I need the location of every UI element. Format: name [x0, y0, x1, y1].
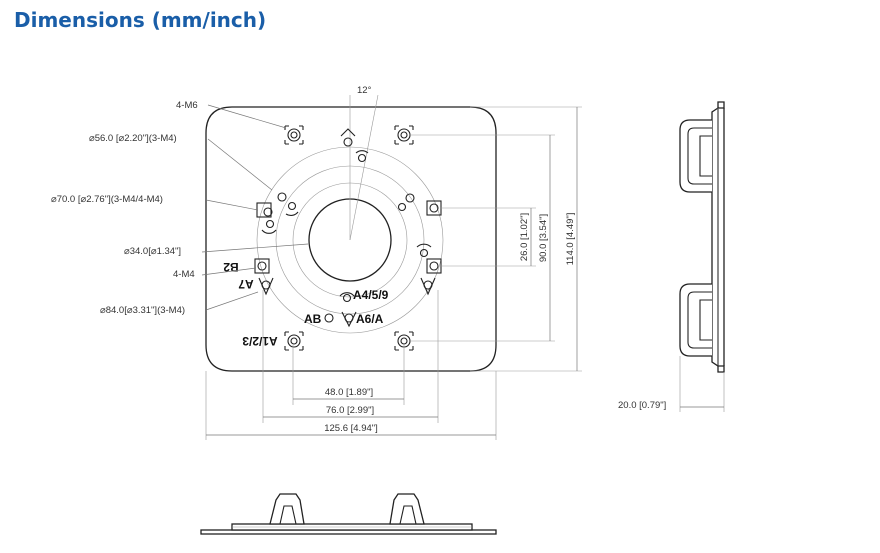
- dim-height-26: 26.0 [1.02"]: [519, 213, 530, 261]
- dim-width-76: 76.0 [2.99"]: [326, 405, 374, 416]
- callout-d56: ⌀56.0 [⌀2.20"](3-M4): [89, 133, 177, 144]
- m6-hole-bottom-left: [284, 331, 304, 351]
- dim-height-114: 114.0 [4.49"]: [565, 213, 576, 266]
- page-title: Dimensions (mm/inch): [14, 8, 267, 32]
- marking-a6a: A6/A: [356, 312, 384, 326]
- dim-width-125: 125.6 [4.94"]: [324, 423, 378, 434]
- callouts: 4-M6 ⌀56.0 [⌀2.20"](3-M4) ⌀70.0 [⌀2.76"]…: [51, 100, 309, 316]
- dim-thickness-20: 20.0 [0.79"]: [618, 400, 666, 411]
- callout-m6: 4-M6: [176, 100, 198, 111]
- angle-label: 12°: [357, 85, 372, 96]
- marking-a7: A7: [238, 277, 254, 291]
- callout-m4: 4-M4: [173, 269, 195, 280]
- marking-ab: AB: [304, 312, 322, 326]
- callout-d84: ⌀84.0[⌀3.31"](3-M4): [100, 305, 185, 316]
- bottom-view: [200, 493, 497, 535]
- m4-hole: [254, 128, 442, 328]
- vertical-dimensions: 26.0 [1.02"] 90.0 [3.54"] 114.0 [4.49"]: [410, 106, 582, 372]
- front-view: B2 A7 A4/5/9 AB A6/A A1/2/3 12°: [205, 85, 497, 372]
- dim-width-48: 48.0 [1.89"]: [325, 387, 373, 398]
- horizontal-dimensions: 48.0 [1.89"] 76.0 [2.99"] 125.6 [4.94"]: [205, 290, 497, 440]
- m6-hole-top-right: [394, 125, 414, 145]
- callout-d34: ⌀34.0[⌀1.34"]: [124, 246, 181, 257]
- dim-height-90: 90.0 [3.54"]: [538, 214, 549, 262]
- marking-a123: A1/2/3: [242, 334, 278, 348]
- callout-d70: ⌀70.0 [⌀2.76"](3-M4/4-M4): [51, 194, 163, 205]
- marking-a459: A4/5/9: [353, 288, 389, 302]
- side-view: 20.0 [0.79"]: [618, 101, 725, 412]
